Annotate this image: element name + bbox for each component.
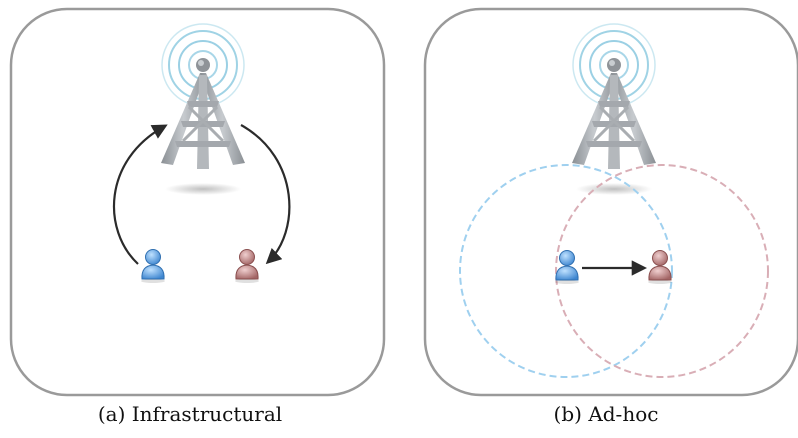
panel-infrastructural: [9, 7, 386, 397]
panel-frame: [423, 7, 798, 397]
downlink-arrow: [240, 124, 291, 265]
uplink-arrow: [112, 124, 168, 265]
tower-shadow: [165, 183, 241, 195]
sender-range-circle: [459, 164, 673, 378]
panel-adhoc: [423, 7, 798, 397]
panel-frame: [9, 7, 386, 397]
caption-infrastructural: (a) Infrastructural: [97, 402, 283, 426]
caption-adhoc: (b) Ad-hoc: [553, 402, 659, 426]
tower-shadow: [576, 183, 652, 195]
receiver-range-circle: [555, 164, 769, 378]
